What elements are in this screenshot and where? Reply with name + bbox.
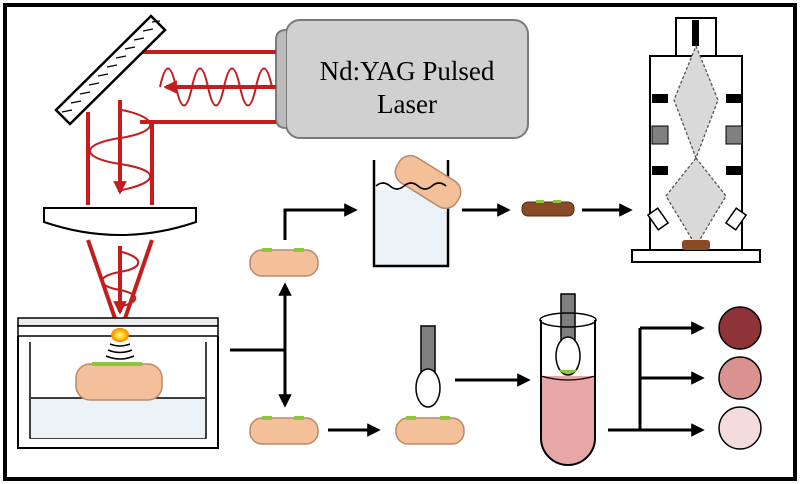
tube-swab-head [555,336,581,376]
focusing-lens [43,207,197,236]
sample-lower-right [395,416,465,445]
laser-aperture [275,29,287,129]
horizontal-beam [140,50,276,124]
fork-arrows [608,321,705,437]
sample-lower-left [249,416,319,445]
well-medium [718,356,762,400]
branch-arrows [230,282,292,408]
laser-label-line2: Laser [377,89,437,119]
plasma-spark [111,328,129,342]
pellet [521,200,575,217]
beaker [372,154,462,268]
laser-unit: Nd:YAG Pulsed Laser [275,19,529,139]
spectrometer-base [631,249,761,263]
swab [415,325,441,408]
mass-spectrometer [631,17,761,263]
well-light [718,406,762,450]
well-dark [718,306,762,350]
vertical-beam [86,100,154,205]
chamber-liquid [31,398,205,438]
focused-beam-wave [101,251,140,307]
spectrometer-sample [682,240,710,250]
chamber-window-top [17,317,219,327]
beaker-tissue [394,154,462,210]
tube-rim [539,312,597,328]
chamber-sample-coating [92,362,142,366]
arrow-to-beaker [283,203,358,240]
laser-label-line1: Nd:YAG Pulsed [320,56,495,86]
sample-upper [249,248,319,277]
test-tube [539,293,597,466]
chamber-tissue-sample [75,363,163,401]
beaker-liquid-surface [375,182,447,190]
shockwave-arcs [105,343,135,360]
beam-wave-horizontal [159,67,273,107]
tube-solution [541,376,595,465]
beam-wave-vertical [89,109,152,191]
ablation-chamber [17,317,219,449]
mirror [54,14,167,126]
